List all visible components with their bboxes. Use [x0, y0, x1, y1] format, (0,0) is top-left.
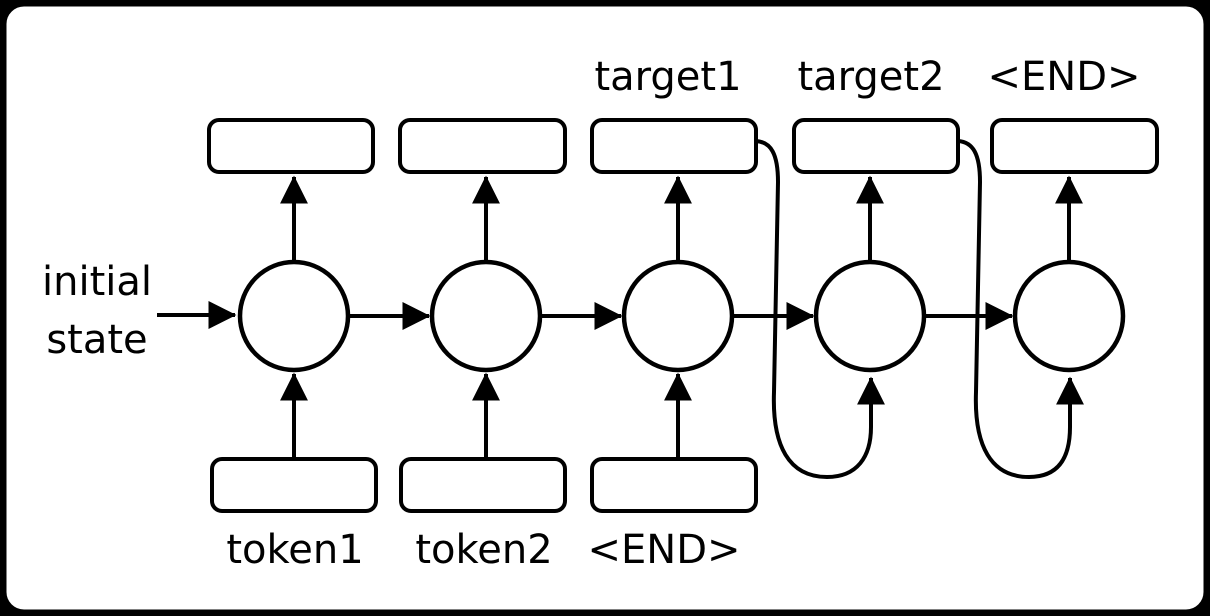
label-token2: token2 [415, 527, 552, 573]
rnn-cell-3 [621, 259, 735, 373]
output-box-1 [207, 118, 375, 174]
feedback-curve-output-3-to-cell-4 [755, 139, 885, 480]
output-box-3-target1 [590, 118, 758, 174]
rnn-cell-4 [813, 259, 927, 373]
label-token1: token1 [226, 527, 363, 573]
output-box-4-target2 [792, 118, 960, 174]
label-end-output: <END> [987, 54, 1140, 100]
rnn-cell-5 [1012, 259, 1126, 373]
label-target2: target2 [797, 54, 944, 100]
output-box-2 [398, 118, 567, 174]
input-box-3-end [590, 457, 758, 513]
input-box-2-token2 [399, 457, 567, 513]
label-target1: target1 [594, 54, 741, 100]
initial-state-label-line2: state [46, 317, 147, 363]
rnn-cell-2 [429, 259, 543, 373]
label-end-input: <END> [587, 527, 740, 573]
feedback-curve-output-4-to-cell-5 [957, 139, 1084, 480]
output-box-5-end [990, 118, 1159, 174]
input-box-1-token1 [210, 457, 378, 513]
rnn-cell-1 [237, 259, 351, 373]
initial-state-label-line1: initial [42, 259, 152, 305]
